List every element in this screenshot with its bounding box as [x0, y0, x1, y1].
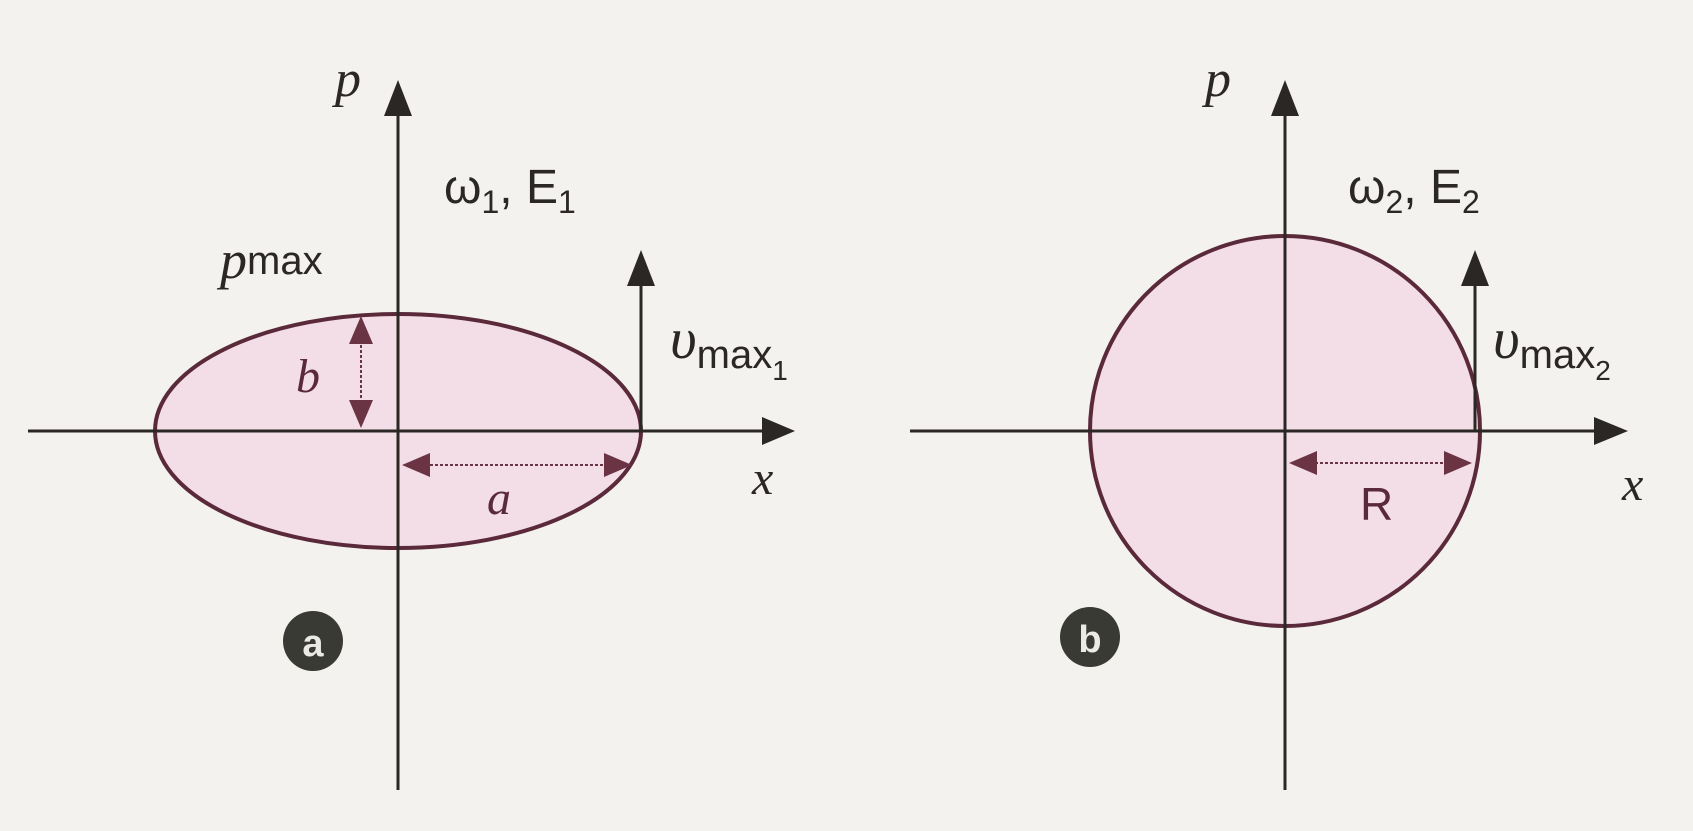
badge-b-label: b [1078, 619, 1101, 661]
b-arrowhead-up [349, 316, 373, 344]
badge-a-label: a [302, 623, 324, 665]
title-omega-energy: ω1, E1 [444, 161, 576, 220]
a-arrowhead-right [604, 453, 632, 477]
x-axis-arrowhead [1594, 417, 1628, 445]
p-axis-arrowhead [384, 80, 412, 116]
r-arrowhead-left [1289, 451, 1317, 475]
badge-b [1060, 607, 1120, 667]
vmax-arrowhead [627, 250, 655, 286]
b-label: b [296, 350, 320, 403]
pmax-label: pmax [216, 230, 323, 290]
x-axis-label: x [751, 452, 773, 505]
p-axis-label: p [331, 51, 361, 108]
vmax-label: υmax2 [1493, 306, 1611, 386]
title-omega-energy: ω2, E2 [1348, 161, 1480, 220]
diagram-a: p x ω1, E1 pmax υmax1 b a a [28, 51, 795, 790]
r-arrowhead-right [1444, 451, 1472, 475]
vmax-label: υmax1 [670, 306, 788, 386]
r-label: R [1360, 478, 1393, 530]
b-arrowhead-down [349, 400, 373, 428]
a-label: a [487, 472, 511, 525]
a-arrowhead-left [402, 453, 430, 477]
p-axis-label: p [1201, 51, 1231, 108]
vmax-arrowhead [1461, 250, 1489, 286]
x-axis-arrowhead [762, 417, 795, 445]
x-axis-label: x [1621, 458, 1643, 511]
p-axis-arrowhead [1271, 80, 1299, 116]
badge-a [283, 611, 343, 671]
diagram-b: p x ω2, E2 υmax2 R b [910, 51, 1643, 790]
